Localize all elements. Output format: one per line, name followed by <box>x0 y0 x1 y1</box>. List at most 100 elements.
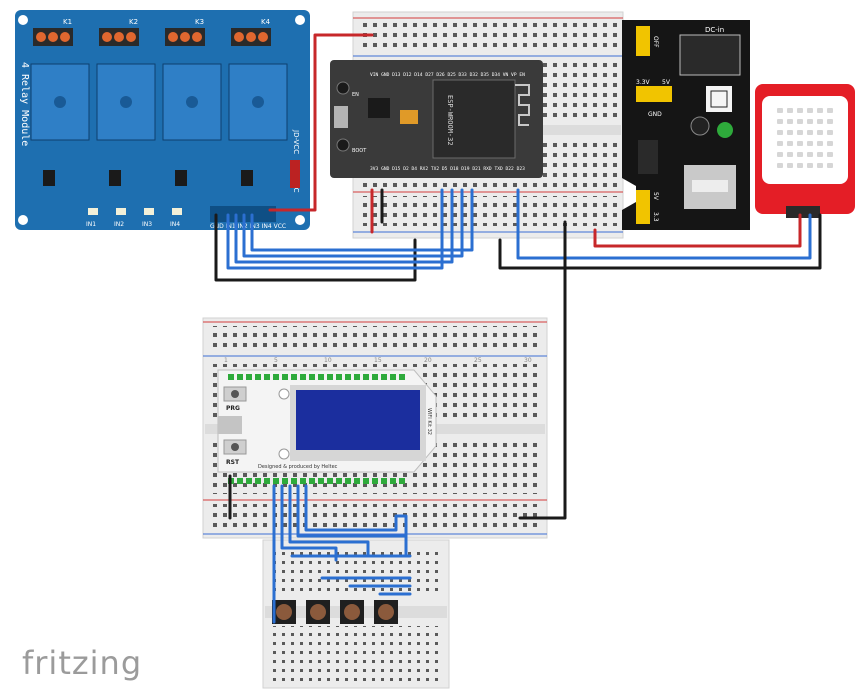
oled-header-pin <box>327 374 333 380</box>
led-label: IN1 <box>86 221 96 228</box>
oled-header-pin <box>372 478 378 484</box>
dht-vent <box>777 152 783 157</box>
wire-blue-in1 <box>226 188 444 270</box>
wire-black-long <box>518 220 567 520</box>
oled-header-pin <box>390 478 396 484</box>
indicator-led <box>116 208 126 215</box>
dht-vent <box>787 130 793 135</box>
dht-vent <box>797 130 803 135</box>
esp32-board: ESP-WROOM-32 EN BOOT VIN GND D13 D12 D14… <box>330 60 543 178</box>
oled-header-pin <box>399 374 405 380</box>
dht-vent <box>777 163 783 168</box>
dht-vent <box>817 163 823 168</box>
push-button-cap[interactable] <box>344 604 360 620</box>
oled-header-pin <box>399 478 405 484</box>
dht-vent <box>777 119 783 124</box>
push-button-cap[interactable] <box>276 604 292 620</box>
dht-vent <box>797 152 803 157</box>
wire-red-dht <box>593 213 802 248</box>
terminal-screw <box>180 32 190 42</box>
oled-header-pin <box>228 374 234 380</box>
boot-button-label: BOOT <box>352 148 367 154</box>
wire-blue-oled4 <box>296 484 408 558</box>
dht-vent <box>827 141 833 146</box>
column-number: 20 <box>424 357 432 364</box>
wire-blue-in3 <box>242 188 464 258</box>
oled-header-pin <box>309 478 315 484</box>
dht-vent <box>797 119 803 124</box>
push-button-cap[interactable] <box>378 604 394 620</box>
dht-vent <box>827 119 833 124</box>
oled-header-pin <box>336 374 342 380</box>
wire-blue-oled5 <box>304 484 408 538</box>
dht-vent <box>807 108 813 113</box>
dht-vent <box>817 141 823 146</box>
dht-vent <box>787 141 793 146</box>
dht-vent <box>777 130 783 135</box>
channel-label: K2 <box>129 18 138 26</box>
oled-header-pin <box>282 374 288 380</box>
oled-header-pin <box>246 374 252 380</box>
dht-vent <box>787 163 793 168</box>
dht-vent <box>797 108 803 113</box>
oled-header-pin <box>309 374 315 380</box>
oled-header-pin <box>264 374 270 380</box>
oled-header-pin <box>318 374 324 380</box>
wire-blue-oled3 <box>288 484 370 558</box>
dht-vent <box>827 130 833 135</box>
off-top-label: OFF <box>652 36 659 48</box>
dc-in-label: DC-in <box>705 26 724 34</box>
terminal-screw <box>114 32 124 42</box>
dht-vent <box>787 152 793 157</box>
column-number: 30 <box>524 357 532 364</box>
oled-header-pin <box>291 374 297 380</box>
oled-header-pin <box>237 374 243 380</box>
oled-header-pin <box>390 374 396 380</box>
gnd-label: GND <box>648 111 662 118</box>
optocoupler <box>241 170 253 186</box>
indicator-led <box>144 208 154 215</box>
oled-header-pin <box>273 478 279 484</box>
dht-vent <box>777 108 783 113</box>
dht-vent <box>807 152 813 157</box>
wire-black-dht <box>498 213 822 270</box>
column-number: 5 <box>274 357 278 364</box>
dht-vent <box>827 163 833 168</box>
oled-header-pin <box>237 478 243 484</box>
oled-header-pin <box>381 478 387 484</box>
en-button-label: EN <box>352 92 359 98</box>
oled-header-pin <box>381 374 387 380</box>
terminal-screw <box>102 32 112 42</box>
column-number: 25 <box>474 357 482 364</box>
dht-vent <box>777 141 783 146</box>
wire-red-relay-vcc <box>268 33 374 212</box>
channel-label: K1 <box>63 18 72 26</box>
led-label: IN4 <box>170 221 180 228</box>
channel-label: K4 <box>261 18 271 26</box>
relay-mark <box>252 96 264 108</box>
fritzing-brand: fritzing <box>22 644 143 682</box>
oled-header-pin <box>318 478 324 484</box>
push-button-cap[interactable] <box>310 604 326 620</box>
wire-blue-oled2 <box>280 484 338 562</box>
dht-vent <box>797 141 803 146</box>
dht-sensor <box>755 84 855 218</box>
wire-blue-dht <box>516 188 812 260</box>
v33-label: 3.3V <box>636 79 651 86</box>
oled-header-pin <box>354 478 360 484</box>
oled-header-pin <box>255 478 261 484</box>
terminal-screw <box>126 32 136 42</box>
relay-module-title: 4 Relay Module <box>19 62 30 146</box>
oled-header-pin <box>336 478 342 484</box>
dht-vent <box>817 108 823 113</box>
v5-bottom-label: 5V <box>652 192 659 201</box>
prg-label: PRG <box>226 405 240 412</box>
dht-vent <box>827 108 833 113</box>
v33-bottom-label: 3.3 <box>652 212 659 222</box>
optocoupler <box>109 170 121 186</box>
terminal-screw <box>258 32 268 42</box>
dht-vent <box>787 108 793 113</box>
esp-bottom-pin-labels: 3V3 GND D15 D2 D4 RX2 TX2 D5 D18 D19 D21… <box>370 166 525 172</box>
